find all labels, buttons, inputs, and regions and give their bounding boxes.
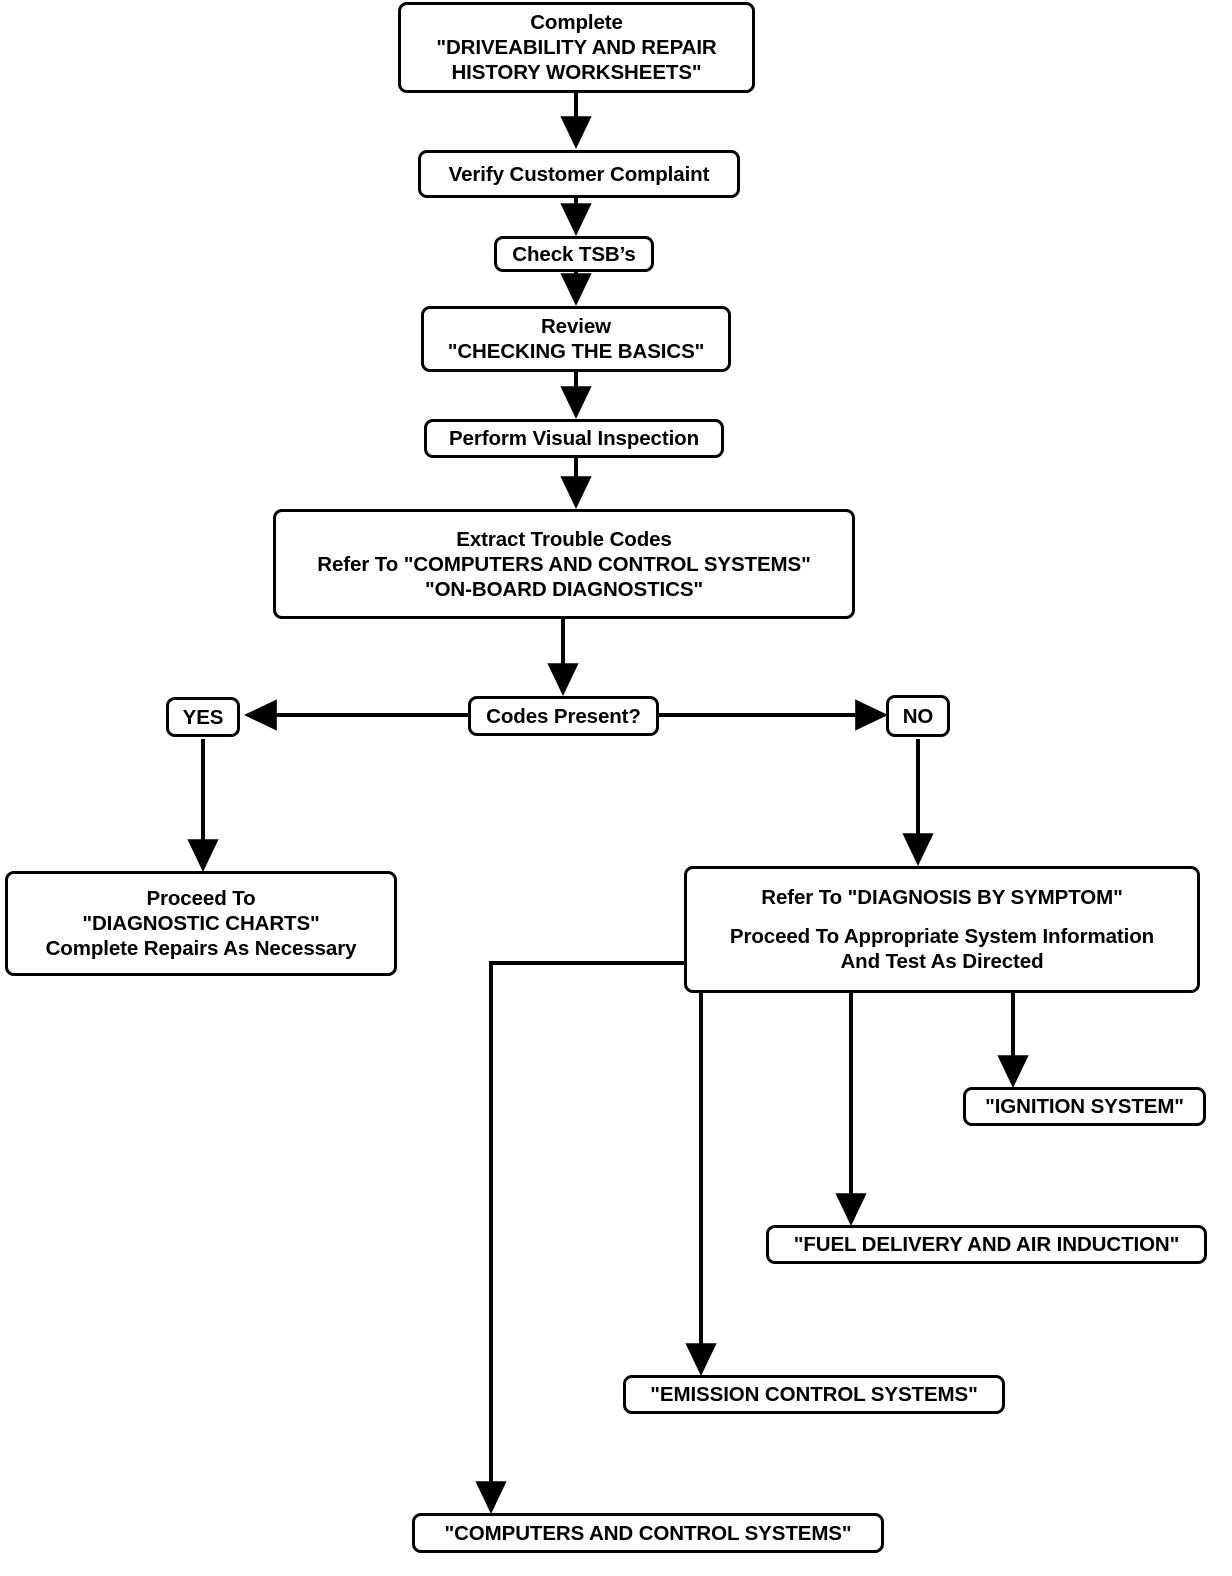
- node-verify-customer-complaint[interactable]: Verify Customer Complaint: [418, 150, 740, 198]
- node-branch-yes[interactable]: YES: [166, 697, 240, 737]
- node-check-tsbs[interactable]: Check TSB’s: [494, 236, 654, 272]
- node-emission-control-systems[interactable]: "EMISSION CONTROL SYSTEMS": [623, 1375, 1005, 1414]
- node-line: "DRIVEABILITY AND REPAIR: [436, 36, 717, 59]
- node-extract-trouble-codes[interactable]: Extract Trouble Codes Refer To "COMPUTER…: [273, 509, 855, 619]
- node-line: Complete: [530, 11, 623, 34]
- node-line: Refer To "DIAGNOSIS BY SYMPTOM": [761, 885, 1123, 909]
- node-line: Check TSB’s: [512, 242, 636, 266]
- node-line: "DIAGNOSTIC CHARTS": [82, 912, 320, 935]
- node-branch-no[interactable]: NO: [886, 695, 950, 737]
- node-line: YES: [182, 705, 224, 729]
- node-line: Complete Repairs As Necessary: [45, 937, 357, 960]
- node-line: HISTORY WORKSHEETS": [451, 61, 702, 84]
- node-review-checking-the-basics[interactable]: Review "CHECKING THE BASICS": [421, 306, 731, 372]
- node-line: And Test As Directed: [840, 950, 1044, 974]
- node-computers-and-control-systems[interactable]: "COMPUTERS AND CONTROL SYSTEMS": [412, 1513, 884, 1553]
- node-line: "COMPUTERS AND CONTROL SYSTEMS": [444, 1521, 852, 1545]
- node-line: "IGNITION SYSTEM": [985, 1095, 1184, 1118]
- node-line: "ON-BOARD DIAGNOSTICS": [424, 577, 704, 601]
- node-ignition-system[interactable]: "IGNITION SYSTEM": [963, 1087, 1206, 1126]
- node-line: NO: [902, 704, 934, 728]
- node-line: Review: [540, 315, 612, 338]
- node-fuel-delivery-and-air-induction[interactable]: "FUEL DELIVERY AND AIR INDUCTION": [766, 1225, 1207, 1264]
- node-line: Proceed To Appropriate System Informatio…: [729, 925, 1155, 949]
- node-line: Refer To "COMPUTERS AND CONTROL SYSTEMS": [317, 552, 811, 576]
- node-refer-to-diagnosis-by-symptom[interactable]: Refer To "DIAGNOSIS BY SYMPTOM" Proceed …: [684, 866, 1200, 993]
- node-perform-visual-inspection[interactable]: Perform Visual Inspection: [424, 419, 724, 458]
- node-proceed-to-diagnostic-charts[interactable]: Proceed To "DIAGNOSTIC CHARTS" Complete …: [5, 871, 397, 976]
- node-line: Proceed To: [146, 887, 256, 910]
- node-line: Codes Present?: [486, 704, 641, 728]
- edge-symptom-computers: [475, 961, 685, 1515]
- node-line: "FUEL DELIVERY AND AIR INDUCTION": [793, 1233, 1180, 1256]
- node-line: Extract Trouble Codes: [456, 527, 672, 551]
- node-line: "CHECKING THE BASICS": [447, 340, 705, 363]
- node-complete-worksheets[interactable]: Complete "DRIVEABILITY AND REPAIR HISTOR…: [398, 2, 755, 93]
- node-line: "EMISSION CONTROL SYSTEMS": [650, 1383, 978, 1406]
- node-line: Verify Customer Complaint: [448, 162, 710, 186]
- node-line: Perform Visual Inspection: [448, 427, 700, 450]
- node-decision-codes-present[interactable]: Codes Present?: [468, 696, 659, 736]
